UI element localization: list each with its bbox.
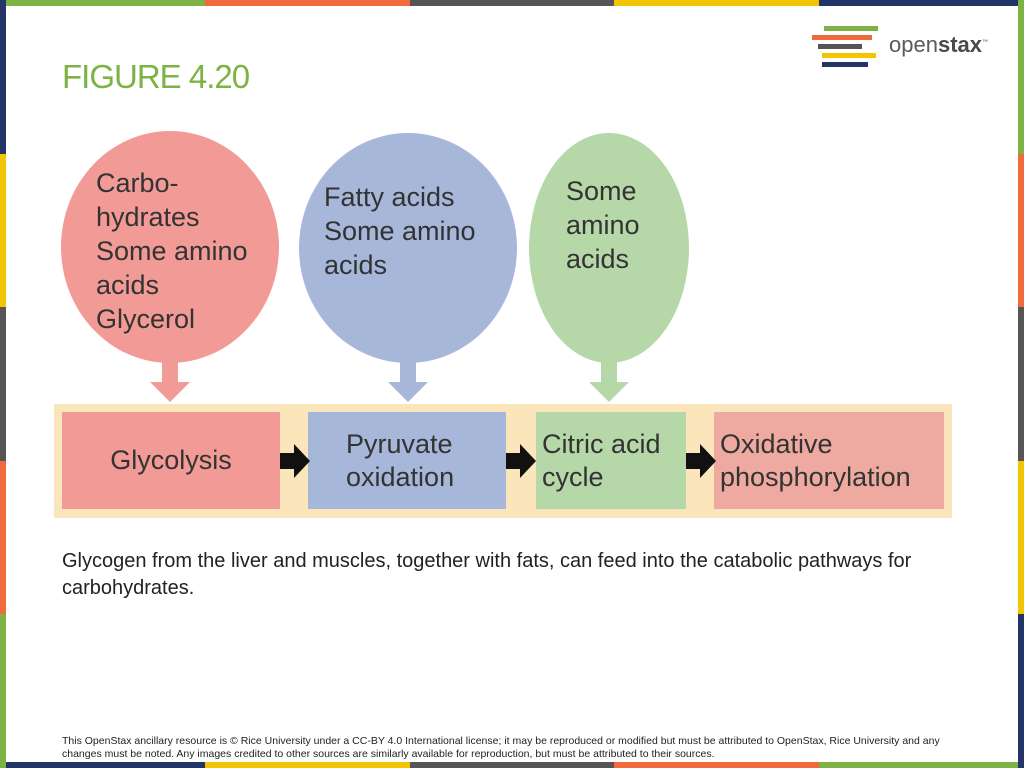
arrow-right-icon — [506, 444, 536, 478]
arrow-down-icon — [589, 358, 629, 402]
stage-citric-acid-cycle: Citric acid cycle — [536, 412, 686, 509]
license-footer: This OpenStax ancillary resource is © Ri… — [62, 735, 940, 760]
input-oval-fatty-acids — [299, 133, 517, 363]
input-oval-carbohydrates — [61, 131, 279, 363]
stage-oxidative-phosphorylation: Oxidative phosphorylation — [714, 412, 944, 509]
input-oval-amino-acids — [529, 133, 689, 363]
stage-label-oxidative-phosphorylation: Oxidative phosphorylation — [720, 428, 911, 492]
stage-label-citric-acid-cycle: Citric acid cycle — [542, 428, 661, 492]
right-border-stripe — [1018, 0, 1024, 768]
top-border-stripe — [0, 0, 1024, 6]
input-label-amino-acids: Some amino acids — [566, 176, 640, 274]
input-label-fatty-acids: Fatty acids Some amino acids — [324, 182, 476, 280]
arrow-right-icon — [280, 444, 310, 478]
stage-label-glycolysis: Glycolysis — [110, 445, 232, 475]
openstax-logo: openstax™ — [810, 24, 1000, 70]
figure-title: FIGURE 4.20 — [62, 58, 250, 95]
openstax-wordmark: openstax™ — [889, 32, 988, 57]
pathway-strip: Glycolysis Pyruvate oxidation Citric aci… — [54, 404, 952, 518]
figure-caption: Glycogen from the liver and muscles, tog… — [62, 550, 912, 599]
stage-glycolysis: Glycolysis — [62, 412, 280, 509]
metabolic-pathway-diagram: Carbo- hydrates Some amino acids Glycero… — [54, 128, 952, 520]
stage-label-pyruvate-oxidation: Pyruvate oxidation — [346, 428, 455, 492]
input-label-carbohydrates: Carbo- hydrates Some amino acids Glycero… — [96, 168, 248, 334]
arrow-right-icon — [686, 444, 716, 478]
arrow-down-icon — [150, 358, 190, 402]
left-border-stripe — [0, 0, 6, 768]
bottom-border-stripe — [0, 762, 1024, 768]
stage-pyruvate-oxidation: Pyruvate oxidation — [308, 412, 506, 509]
arrow-down-icon — [388, 358, 428, 402]
